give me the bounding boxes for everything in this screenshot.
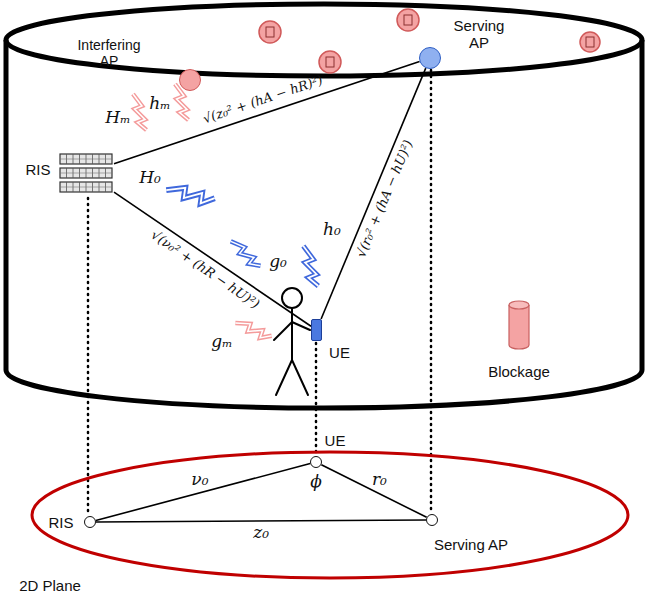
link-label: r₀ bbox=[372, 471, 387, 490]
ris-art bbox=[58, 150, 114, 196]
channel-label: H₀ bbox=[139, 168, 161, 187]
interfering-ap: Interfering AP bbox=[179, 69, 201, 91]
plane-outline bbox=[30, 450, 630, 580]
link-line bbox=[114, 61, 420, 163]
channel-label: hₘ bbox=[149, 94, 170, 113]
link-label: √(ν₀² + (hR − hU)²) bbox=[148, 228, 262, 312]
channel-bolt bbox=[231, 235, 261, 273]
link-label: z₀ bbox=[253, 523, 269, 542]
link-label: ν₀ bbox=[191, 471, 208, 490]
channel-bolt bbox=[235, 313, 271, 346]
cylinder-top bbox=[6, 4, 642, 76]
channel-label: gₘ bbox=[211, 332, 232, 351]
link-label: √(r₀² + (hA − hU)²) bbox=[354, 138, 416, 260]
channel-label: h₀ bbox=[323, 220, 341, 239]
link-line bbox=[96, 464, 310, 521]
link-label: √(z₀² + (hA − hR)²) bbox=[201, 73, 324, 127]
channel-bolt bbox=[166, 175, 214, 213]
node-label: Interfering AP bbox=[69, 38, 149, 69]
plane-point: UE bbox=[310, 456, 322, 468]
node-label: Blockage bbox=[488, 364, 550, 381]
link-line bbox=[96, 520, 426, 522]
node-label: RIS bbox=[48, 515, 73, 532]
channel-label: g₀ bbox=[269, 252, 287, 271]
channel-label: Hₘ bbox=[105, 108, 130, 127]
plane-point: Serving AP bbox=[426, 514, 438, 526]
node-label: RIS bbox=[25, 162, 50, 179]
projection-lines bbox=[88, 70, 431, 514]
plane-ellipse: 2D PlaneRISUEServing AP bbox=[30, 450, 630, 580]
node-label: Serving AP bbox=[434, 537, 508, 554]
interfering-ap-icons bbox=[259, 9, 600, 73]
node-label: Serving AP bbox=[449, 18, 509, 52]
node-label: 2D Plane bbox=[19, 578, 81, 595]
cylinder-body bbox=[6, 40, 642, 408]
channel-bolt bbox=[303, 246, 318, 286]
link-line bbox=[321, 465, 426, 518]
node-label: UE bbox=[325, 433, 346, 450]
ue-phone: UE bbox=[311, 319, 322, 341]
serving-ap: Serving AP bbox=[419, 47, 441, 69]
plane-point: RIS bbox=[84, 516, 96, 528]
channel-label: ϕ bbox=[310, 472, 322, 491]
channel-bolt bbox=[133, 94, 147, 130]
node-label: UE bbox=[329, 345, 350, 362]
blockage-art bbox=[508, 300, 530, 350]
link-line bbox=[321, 68, 426, 319]
link-line bbox=[114, 192, 311, 326]
ris-panel: RIS bbox=[58, 150, 114, 196]
blockage-cylinder: Blockage bbox=[508, 300, 530, 350]
